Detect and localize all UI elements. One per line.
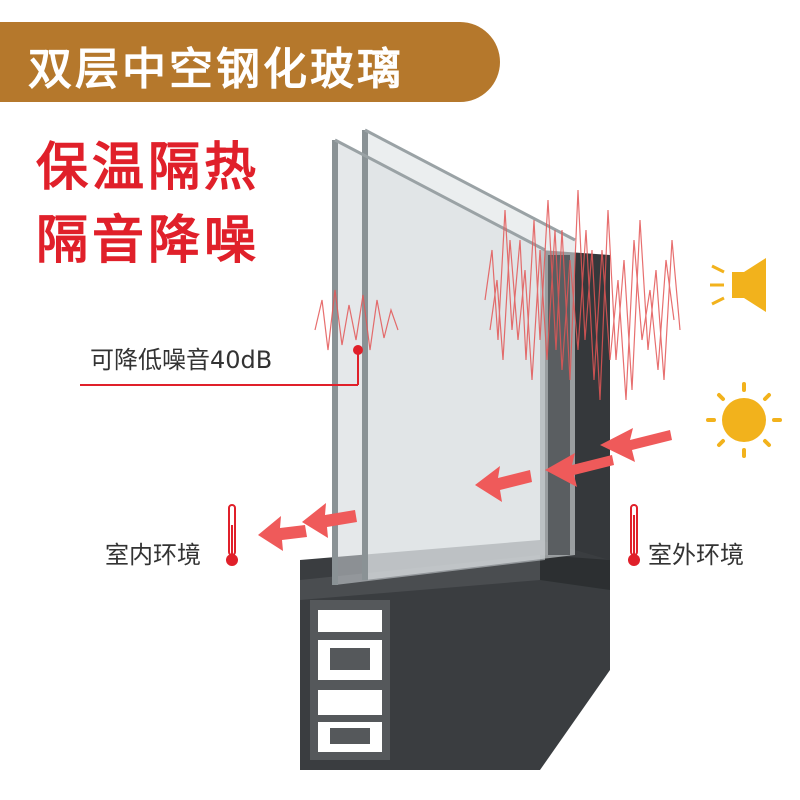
headline-line-2: 隔音降噪 [36, 211, 261, 271]
thermometer-icon-outdoor [628, 504, 640, 566]
noise-callout [80, 345, 363, 386]
headline-line-1: 保温隔热 [36, 138, 261, 198]
noise-waves [314, 189, 681, 401]
heat-arrows [258, 428, 672, 551]
indoor-label: 室内环境 [105, 541, 201, 569]
title-banner [0, 22, 500, 102]
speaker-icon [710, 258, 766, 312]
double-glass-panes [332, 128, 576, 585]
noise-reduction-label: 可降低噪音40dB [90, 346, 273, 374]
thermometer-icon-indoor [226, 504, 238, 566]
sun-icon [706, 382, 782, 458]
banner-title: 双层中空钢化玻璃 [28, 44, 404, 95]
outdoor-label: 室外环境 [648, 541, 744, 569]
